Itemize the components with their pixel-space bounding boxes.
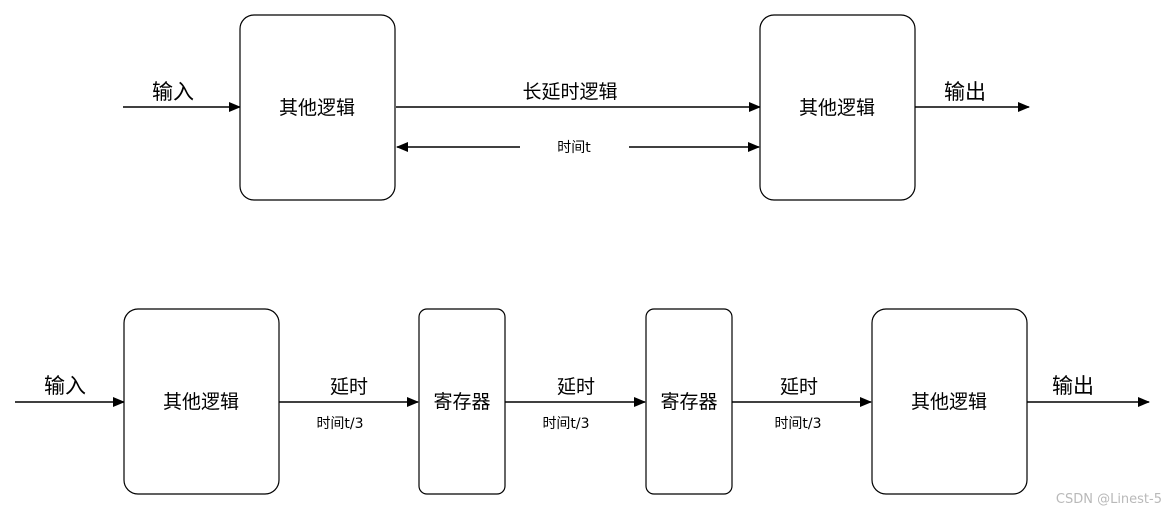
bottom-input-label: 输入	[44, 374, 86, 398]
bottom-diagram: 输入 其他逻辑 延时 时间t/3 寄存器 延时 时间t/3 寄存器 延时 时间t…	[15, 308, 1150, 495]
bottom-logic-box-1-label: 其他逻辑	[163, 391, 239, 413]
bottom-logic-box-2-label: 其他逻辑	[911, 391, 987, 413]
bottom-delay-label-1: 延时	[330, 376, 368, 398]
bottom-delay-label-3: 延时	[780, 376, 818, 398]
bottom-register-2-label: 寄存器	[660, 391, 717, 413]
bottom-output-label: 输出	[1052, 374, 1094, 398]
bottom-time-label-1: 时间t/3	[316, 416, 363, 432]
top-long-delay-label: 长延时逻辑	[522, 81, 617, 103]
watermark: CSDN @Linest-5	[1056, 492, 1162, 507]
bottom-time-label-3: 时间t/3	[774, 416, 821, 432]
top-logic-box-2-label: 其他逻辑	[799, 97, 875, 119]
top-diagram: 输入 其他逻辑 长延时逻辑 时间t 其他逻辑 输出	[123, 14, 1030, 201]
top-input-label: 输入	[152, 80, 194, 104]
bottom-delay-label-2: 延时	[557, 376, 595, 398]
bottom-register-1-label: 寄存器	[433, 391, 490, 413]
top-logic-box-1-label: 其他逻辑	[279, 97, 355, 119]
bottom-time-label-2: 时间t/3	[542, 416, 589, 432]
top-logic-box-1	[239, 14, 396, 201]
top-time-label: 时间t	[557, 140, 591, 156]
top-output-label: 输出	[944, 80, 986, 104]
